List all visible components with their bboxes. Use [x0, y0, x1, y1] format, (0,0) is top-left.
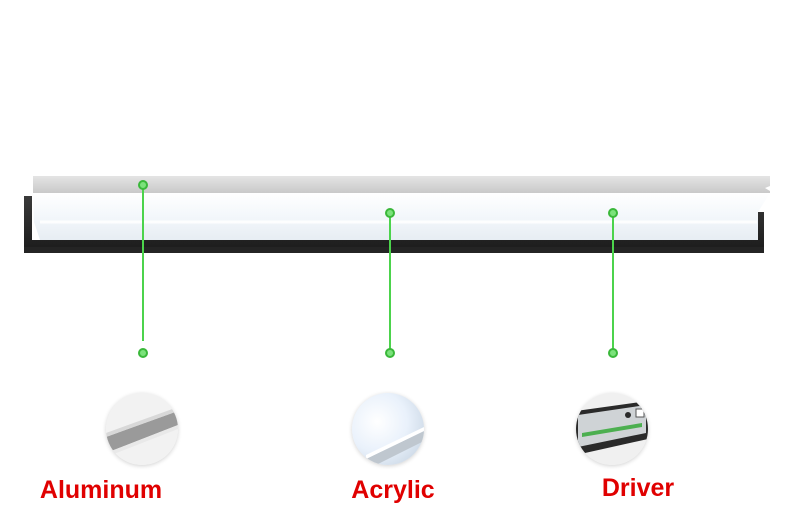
- driver-top-dot: [608, 208, 618, 218]
- acrylic-callout-line: [389, 213, 391, 353]
- acrylic-diffuser: [33, 193, 770, 240]
- driver-label: Driver: [601, 474, 675, 502]
- aluminum-top-strip: [33, 176, 770, 193]
- aluminum-housing: [24, 196, 764, 250]
- driver-bottom-dot: [608, 348, 618, 358]
- driver-unit-image: [576, 393, 648, 465]
- aluminum-profile-image: [106, 393, 178, 465]
- housing-bottom-edge: [24, 247, 764, 253]
- acrylic-diffuser-image: [352, 393, 424, 465]
- aluminum-label: Aluminum: [39, 476, 163, 504]
- aluminum-bottom-dot: [138, 348, 148, 358]
- acrylic-top-dot: [385, 208, 395, 218]
- acrylic-bottom-dot: [385, 348, 395, 358]
- acrylic-label: Acrylic: [351, 476, 435, 504]
- acrylic-thumbnail: [352, 393, 424, 465]
- driver-callout-line: [612, 213, 614, 353]
- driver-thumbnail: [576, 393, 648, 465]
- aluminum-callout-line: [142, 185, 144, 341]
- aluminum-top-dot: [138, 180, 148, 190]
- aluminum-thumbnail: [106, 393, 178, 465]
